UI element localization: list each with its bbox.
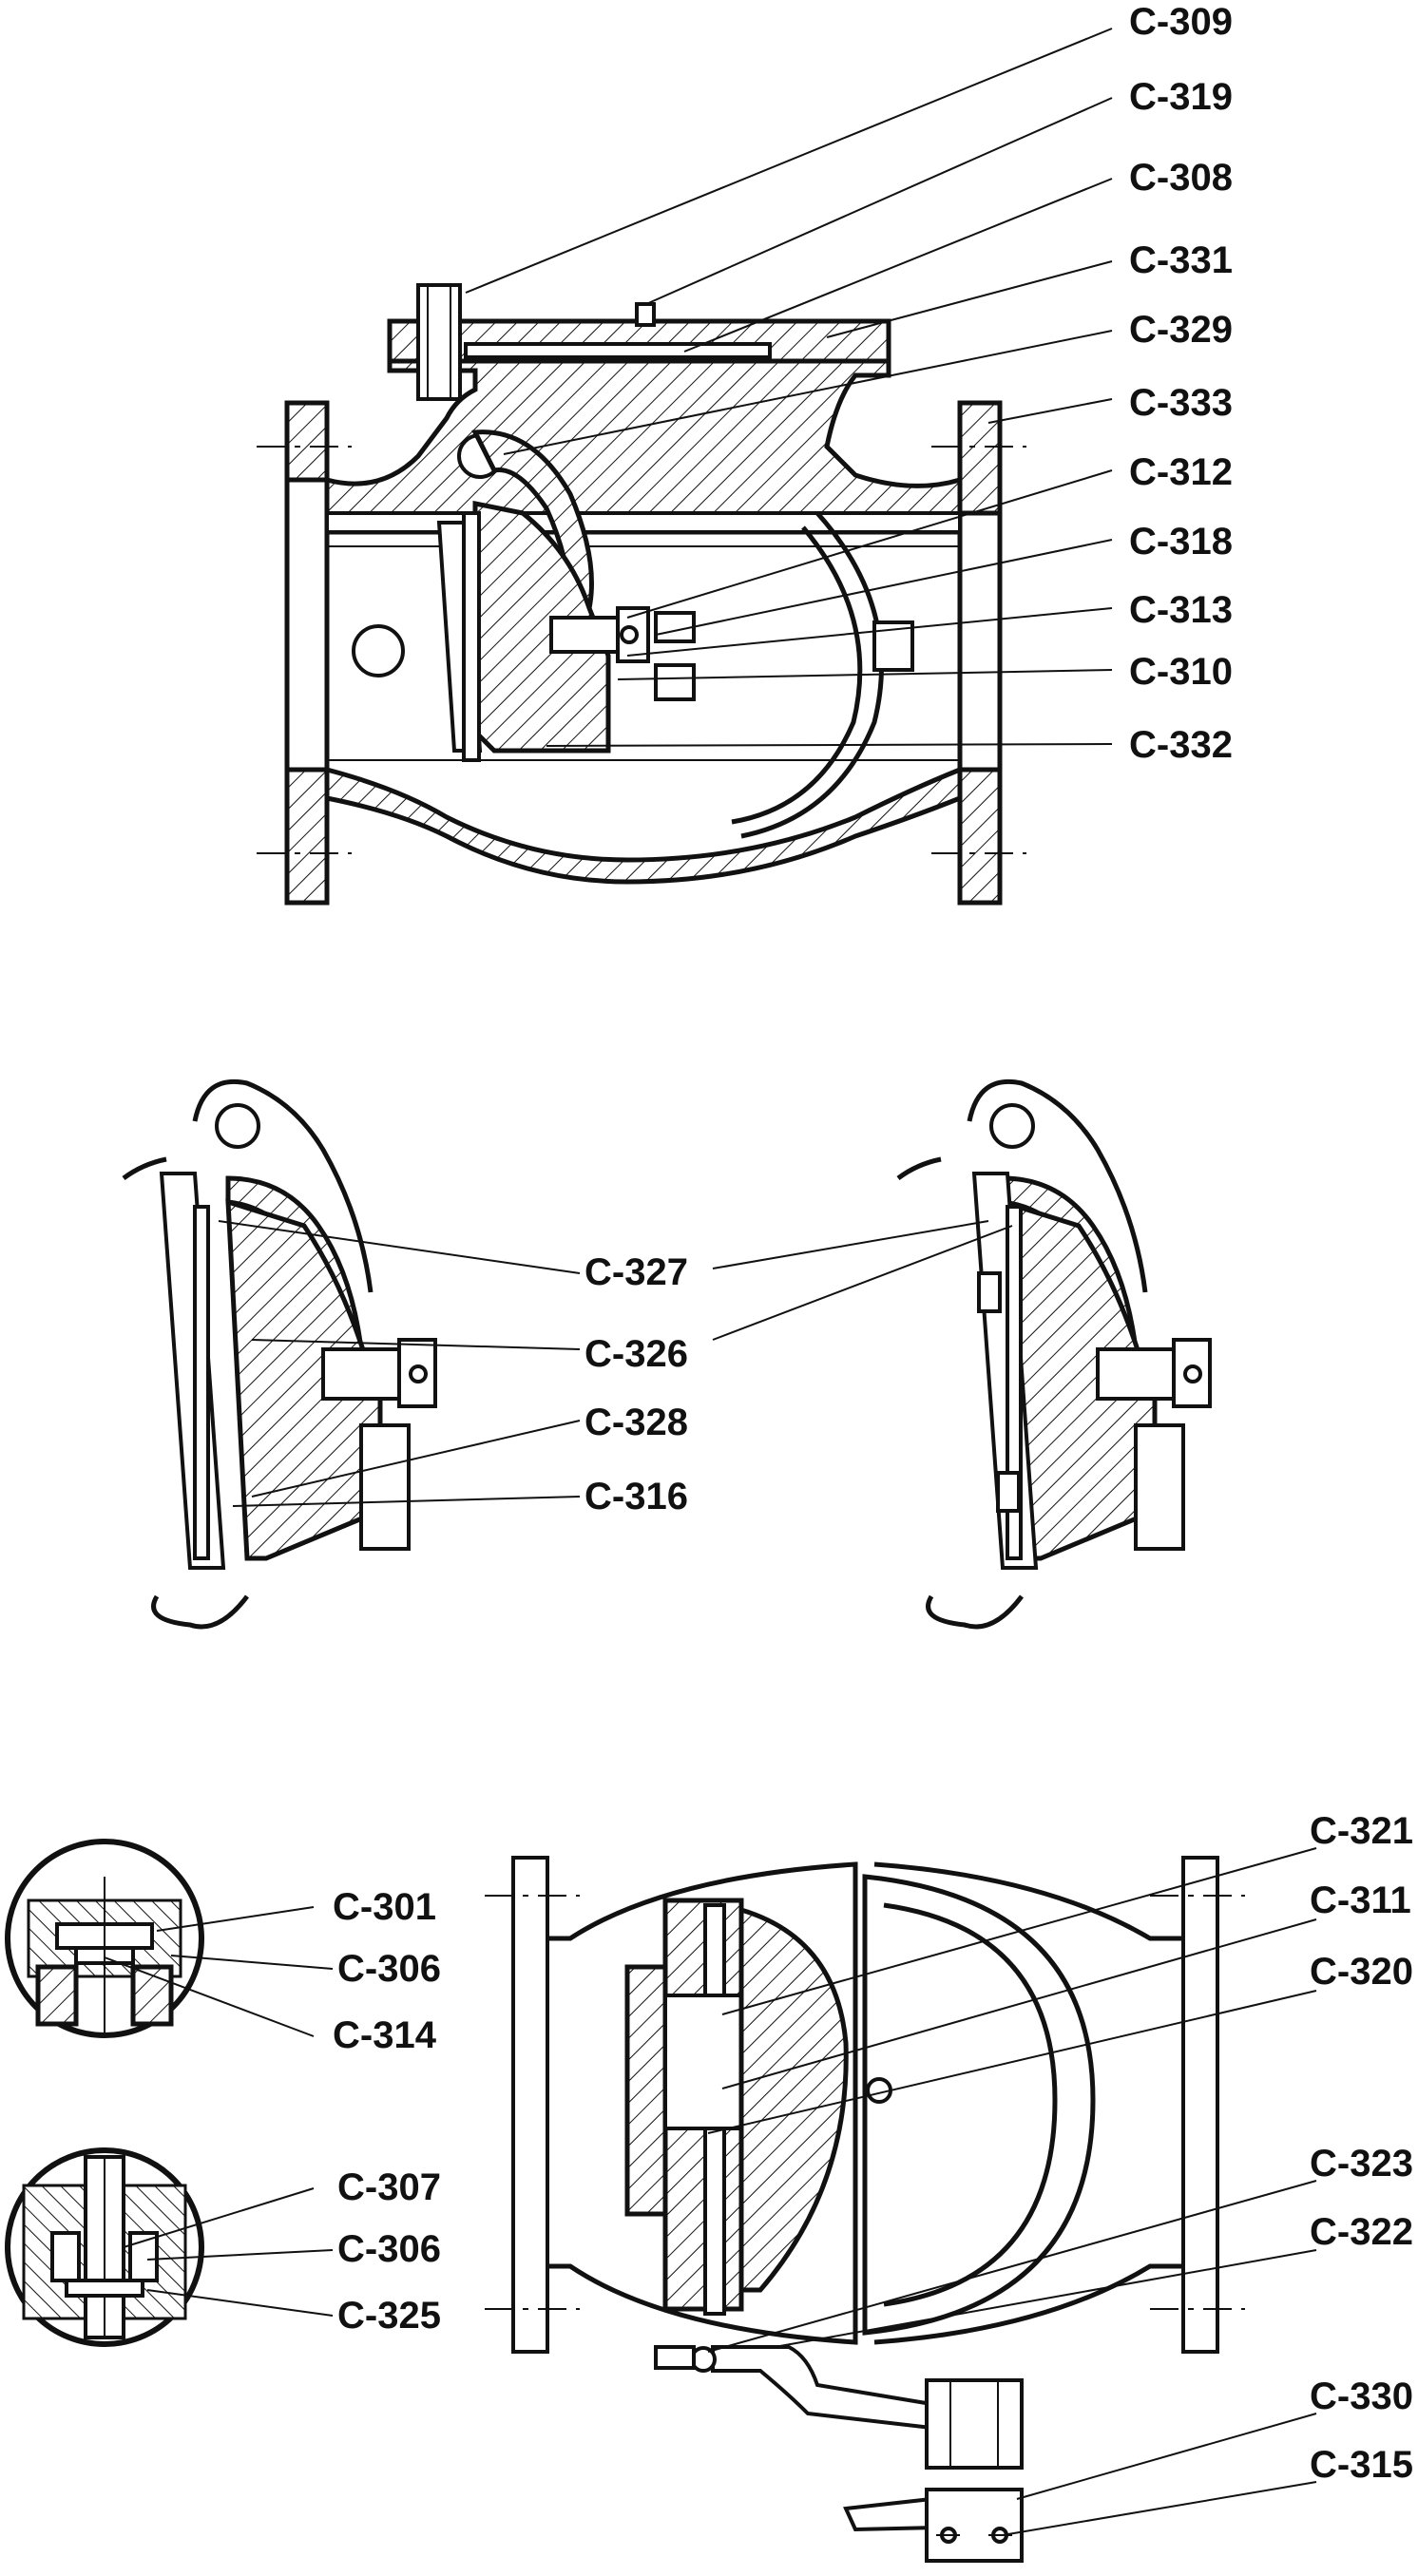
disc-nut bbox=[549, 616, 620, 654]
disc-detail-left bbox=[122, 1078, 437, 1630]
label-c316: C-316 bbox=[584, 1476, 688, 1517]
leaders-top bbox=[465, 28, 1113, 747]
label-c320: C-320 bbox=[1310, 1951, 1413, 1993]
disc bbox=[472, 500, 611, 754]
detail-circle-lower bbox=[5, 2147, 204, 2347]
label-c307: C-307 bbox=[337, 2166, 441, 2208]
label-c306-lower: C-306 bbox=[337, 2228, 441, 2270]
label-c318: C-318 bbox=[1129, 521, 1233, 563]
left-flange bbox=[284, 400, 330, 906]
weight-detail bbox=[843, 2488, 1024, 2563]
label-c301: C-301 bbox=[333, 1886, 436, 1928]
counterweight bbox=[925, 2378, 1024, 2470]
label-c308: C-308 bbox=[1129, 157, 1233, 199]
label-c323: C-323 bbox=[1310, 2143, 1413, 2185]
flange-left-top-view bbox=[511, 1856, 549, 2354]
label-c315: C-315 bbox=[1310, 2444, 1413, 2486]
label-c326: C-326 bbox=[584, 1333, 688, 1375]
flange-right-top-view bbox=[1181, 1856, 1219, 2354]
label-c309: C-309 bbox=[1129, 1, 1233, 43]
cover-plug bbox=[635, 302, 656, 327]
callout-labels: C-309 C-319 C-308 C-331 C-329 C-333 C-31… bbox=[333, 1, 1413, 2486]
valve-top-view bbox=[485, 1856, 1245, 2470]
leaders-bottom bbox=[104, 1847, 1317, 2536]
label-c319: C-319 bbox=[1129, 76, 1233, 118]
label-c330: C-330 bbox=[1310, 2376, 1413, 2417]
body-lower-wall bbox=[324, 766, 963, 885]
leaders-middle bbox=[218, 1220, 1013, 1507]
cover-bolt bbox=[416, 283, 462, 401]
label-c325: C-325 bbox=[337, 2295, 441, 2337]
label-c322: C-322 bbox=[1310, 2211, 1413, 2253]
cover-disc-outline bbox=[862, 1874, 1096, 2336]
label-c329: C-329 bbox=[1129, 309, 1233, 351]
right-flange bbox=[957, 400, 1003, 906]
label-c327: C-327 bbox=[584, 1251, 688, 1293]
body-upper-wall bbox=[324, 339, 963, 535]
disc-detail-right bbox=[896, 1078, 1212, 1630]
port-hole bbox=[352, 624, 405, 677]
lever-arm bbox=[711, 2345, 933, 2431]
label-c312: C-312 bbox=[1129, 451, 1233, 493]
label-c328: C-328 bbox=[584, 1402, 688, 1443]
label-c313: C-313 bbox=[1129, 589, 1233, 631]
label-c311: C-311 bbox=[1310, 1880, 1411, 1921]
label-c306-upper: C-306 bbox=[337, 1948, 441, 1990]
label-c331: C-331 bbox=[1129, 239, 1233, 281]
valve-section-top bbox=[257, 283, 1026, 906]
label-c333: C-333 bbox=[1129, 382, 1233, 424]
detail-circle-upper bbox=[5, 1839, 204, 2038]
label-c332: C-332 bbox=[1129, 724, 1233, 766]
label-c310: C-310 bbox=[1129, 651, 1233, 693]
label-c314: C-314 bbox=[333, 2014, 437, 2056]
label-c321: C-321 bbox=[1310, 1810, 1413, 1852]
